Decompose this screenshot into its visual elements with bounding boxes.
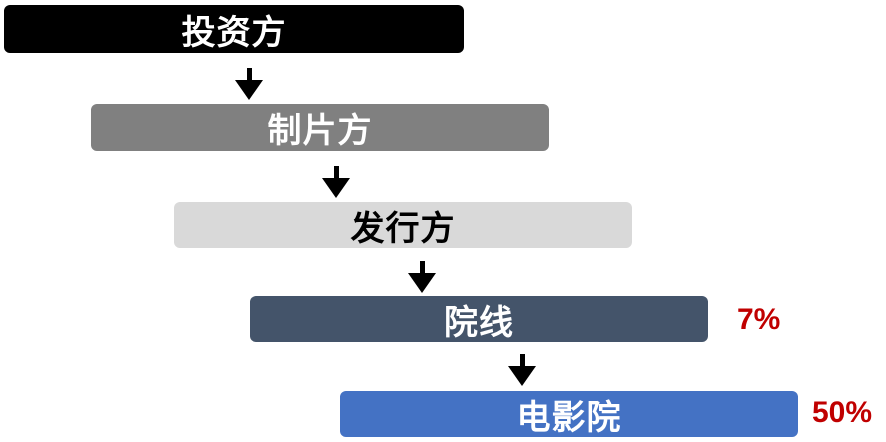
- stage-cinema-chain-label: 院线: [444, 302, 514, 343]
- stage-distributor-label: 发行方: [350, 208, 456, 249]
- stage-cinema-chain: 院线: [250, 296, 708, 343]
- share-cinema: 50%: [812, 396, 873, 429]
- stage-producer-label: 制片方: [267, 111, 373, 151]
- stage-investor-label: 投资方: [181, 12, 287, 53]
- stage-cinema-label: 电影院: [516, 397, 622, 438]
- stage-cinema: 电影院: [340, 391, 798, 438]
- stage-distributor: 发行方: [174, 202, 632, 249]
- stage-producer: 制片方: [91, 104, 549, 151]
- share-cinema-chain: 7%: [737, 303, 781, 336]
- stage-investor: 投资方: [4, 5, 464, 53]
